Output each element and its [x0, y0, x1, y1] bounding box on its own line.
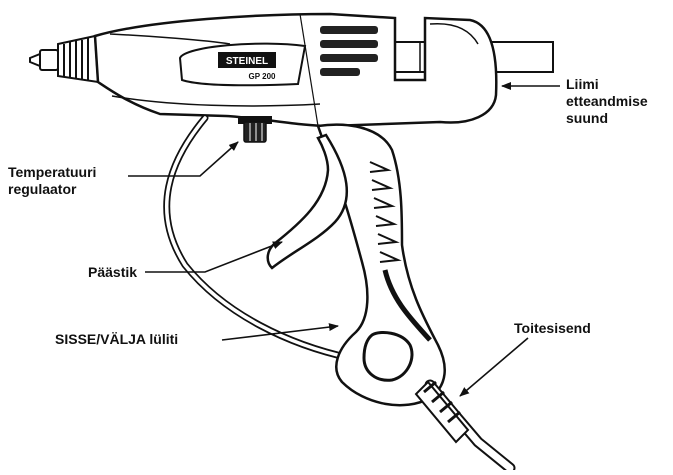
feed-direction-label-line-1: Liimi: [566, 76, 599, 92]
gun-body: STEINEL GP 200: [93, 12, 498, 128]
model-label: GP 200: [249, 72, 277, 81]
support-stand: [163, 114, 354, 362]
feed-direction-label-line-2: etteandmise: [566, 93, 648, 109]
trigger: [266, 133, 348, 270]
power-input-label: Toitesisend: [514, 320, 591, 336]
leader-line-switch: [221, 323, 339, 341]
trigger-label: Päästik: [88, 264, 138, 280]
temperature-regulator-label-line-1: Temperatuuri: [8, 164, 97, 180]
nozzle: [29, 34, 100, 84]
leader-line-temperature: [128, 141, 239, 177]
feed-direction-label: Liimi etteandmise suund: [566, 76, 648, 127]
power-cable: [414, 379, 516, 474]
temperature-regulator-label-line-2: regulaator: [8, 181, 77, 197]
feed-direction-label-line-3: suund: [566, 110, 608, 126]
leader-line-power: [459, 337, 529, 397]
brand-logo-plate: [218, 52, 276, 68]
temperature-regulator-label: Temperatuuri regulaator: [8, 164, 96, 198]
temperature-knob: [238, 116, 272, 143]
power-switch-label: SISSE/VÄLJA lüliti: [55, 331, 179, 347]
vent-slots: [320, 26, 378, 76]
grip-ribs: [369, 161, 402, 263]
power-switch: [362, 331, 414, 382]
brand-logo: STEINEL: [226, 56, 268, 67]
leader-line-trigger: [145, 241, 283, 273]
